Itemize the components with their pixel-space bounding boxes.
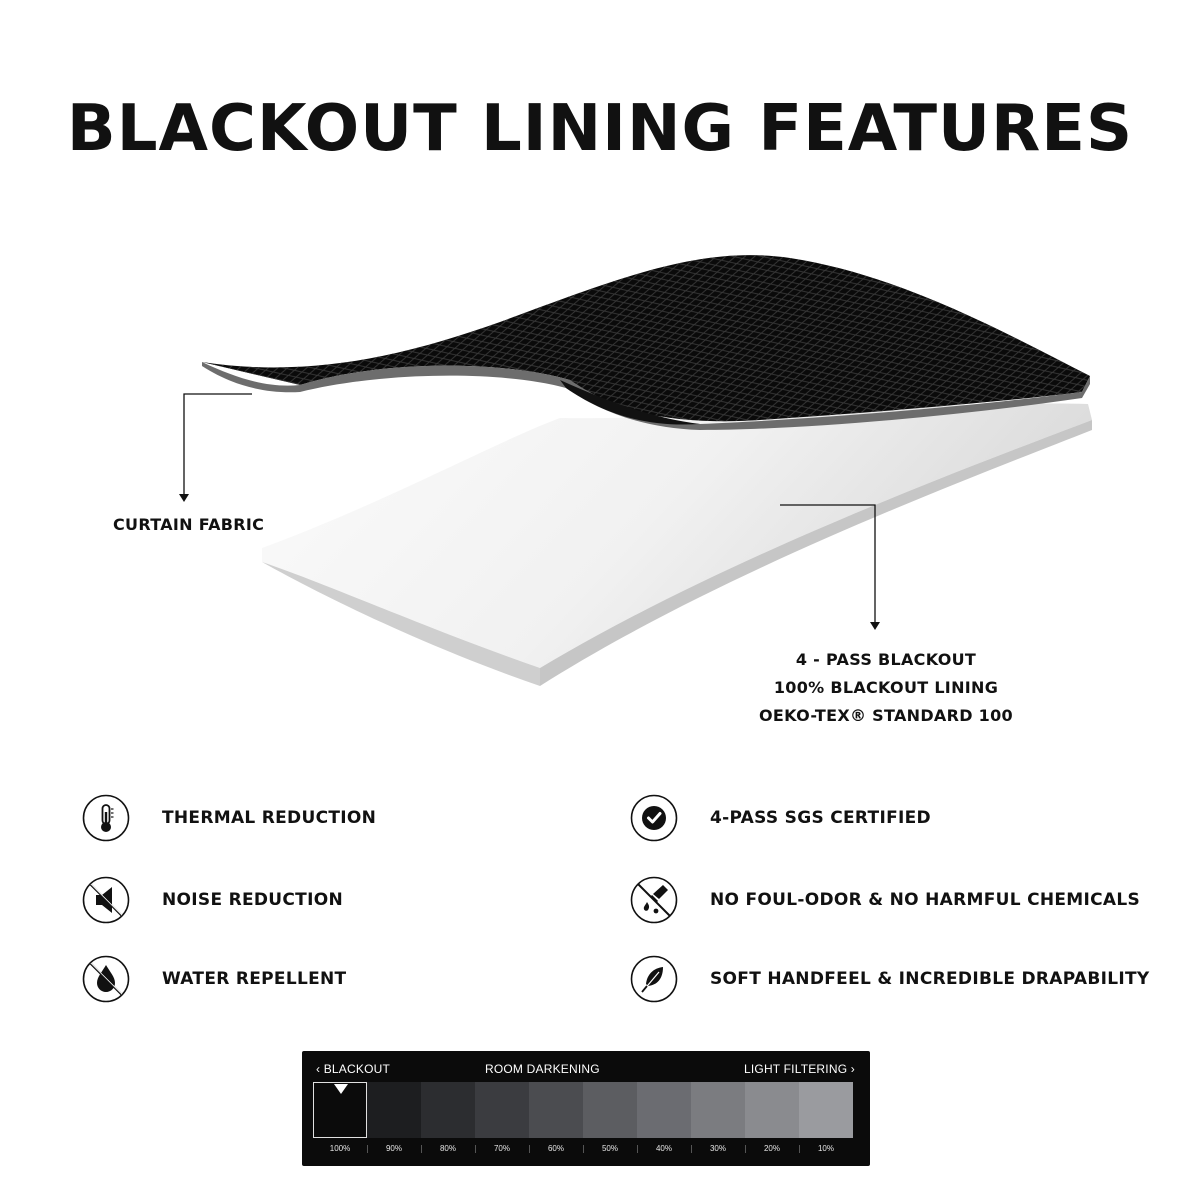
- blackout-label-line-2: 100% BLACKOUT LINING: [773, 678, 999, 697]
- scale-tick: [583, 1145, 584, 1153]
- scale-tick: [421, 1145, 422, 1153]
- scale-tick: [799, 1145, 800, 1153]
- blackout-label-line-3: OEKO-TEX® STANDARD 100: [759, 706, 1013, 725]
- scale-percent-label: 70%: [493, 1144, 510, 1153]
- scale-percent-label: 40%: [655, 1144, 672, 1153]
- scale-swatch: [313, 1082, 367, 1138]
- scale-swatch: [745, 1082, 799, 1138]
- feature-label: THERMAL REDUCTION: [162, 808, 377, 828]
- feature-label: NO FOUL-ODOR & NO HARMFUL CHEMICALS: [710, 890, 1141, 910]
- water-drop-icon: [82, 955, 130, 1003]
- feature-sgs-certified: 4-PASS SGS CERTIFIED: [630, 794, 931, 842]
- curtain-fabric-callout-line: [183, 393, 252, 496]
- scale-percent-label: 100%: [329, 1144, 351, 1153]
- scale-tick: [475, 1145, 476, 1153]
- selected-level-marker-icon: [334, 1084, 348, 1094]
- feature-noise-reduction: NOISE REDUCTION: [82, 876, 343, 924]
- feature-no-chemicals: NO FOUL-ODOR & NO HARMFUL CHEMICALS: [630, 876, 1140, 924]
- scale-swatch: [367, 1082, 421, 1138]
- curtain-fabric-label: CURTAIN FABRIC: [113, 515, 265, 534]
- curtain-fabric-arrowhead: [179, 494, 189, 502]
- scale-tick: [637, 1145, 638, 1153]
- scale-tick: [367, 1145, 368, 1153]
- muted-speaker-icon: [82, 876, 130, 924]
- feature-label: 4-PASS SGS CERTIFIED: [710, 808, 931, 828]
- scale-swatch: [637, 1082, 691, 1138]
- no-chemicals-icon: [630, 876, 678, 924]
- blackout-lining-layer: [262, 403, 1092, 686]
- feather-icon: [630, 955, 678, 1003]
- scale-swatch: [691, 1082, 745, 1138]
- feature-label: WATER REPELLENT: [162, 969, 347, 989]
- light-blocking-scale: ‹ BLACKOUT ROOM DARKENING LIGHT FILTERIN…: [302, 1051, 870, 1166]
- scale-percent-label: 30%: [709, 1144, 726, 1153]
- scale-percent-label: 60%: [547, 1144, 564, 1153]
- feature-thermal-reduction: THERMAL REDUCTION: [82, 794, 376, 842]
- scale-swatch: [421, 1082, 475, 1138]
- checkmark-badge-icon: [630, 794, 678, 842]
- scale-percent-label: 10%: [817, 1144, 834, 1153]
- scale-percent-label: 50%: [601, 1144, 618, 1153]
- thermometer-icon: [82, 794, 130, 842]
- feature-label: NOISE REDUCTION: [162, 890, 343, 910]
- scale-percent-label: 20%: [763, 1144, 780, 1153]
- blackout-callout-line: [780, 504, 876, 624]
- scale-swatch: [475, 1082, 529, 1138]
- curtain-fabric-layer: [202, 255, 1090, 430]
- scale-percent-label: 80%: [439, 1144, 456, 1153]
- blackout-lining-labels: 4 - PASS BLACKOUT 100% BLACKOUT LINING O…: [686, 646, 1086, 730]
- scale-blackout-label: ‹ BLACKOUT: [316, 1062, 391, 1076]
- scale-room-darkening-label: ROOM DARKENING: [485, 1062, 600, 1076]
- scale-light-filtering-label: LIGHT FILTERING ›: [744, 1062, 855, 1076]
- feature-label: SOFT HANDFEEL & INCREDIBLE DRAPABILITY: [710, 969, 1150, 989]
- scale-swatch: [583, 1082, 637, 1138]
- blackout-arrowhead: [870, 622, 880, 630]
- scale-tick: [745, 1145, 746, 1153]
- scale-swatch: [529, 1082, 583, 1138]
- feature-water-repellent: WATER REPELLENT: [82, 955, 346, 1003]
- scale-tick: [691, 1145, 692, 1153]
- blackout-label-line-1: 4 - PASS BLACKOUT: [795, 650, 977, 669]
- feature-soft-handfeel: SOFT HANDFEEL & INCREDIBLE DRAPABILITY: [630, 955, 1150, 1003]
- scale-tick: [529, 1145, 530, 1153]
- scale-percent-label: 90%: [385, 1144, 402, 1153]
- page-title: BLACKOUT LINING FEATURES: [66, 92, 1134, 166]
- scale-swatch: [799, 1082, 853, 1138]
